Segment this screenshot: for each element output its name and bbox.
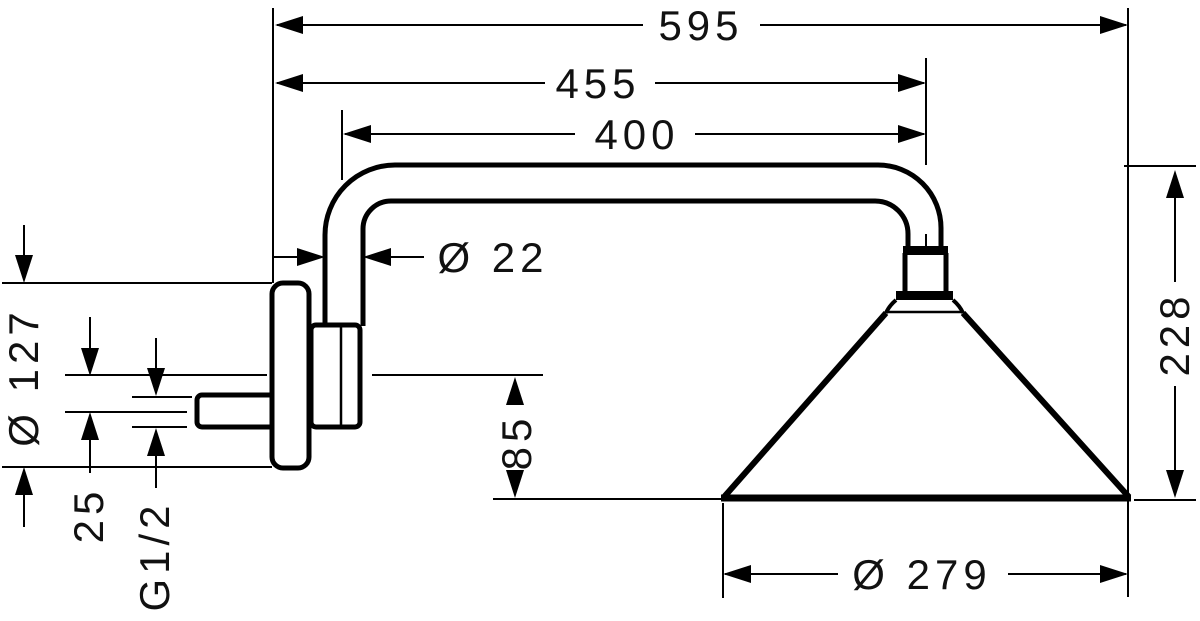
dim-279-arrow-left [723, 565, 751, 583]
dim-22-arrow-left [297, 248, 325, 266]
escutcheon-plate [269, 280, 312, 471]
dim-thread-label: G1/2 [131, 500, 178, 611]
cone-left-side [721, 311, 889, 499]
dim-22-label: Ø 22 [437, 234, 548, 281]
dim-85-arrow-top [506, 377, 524, 405]
connector-top-band [903, 246, 948, 255]
supply-stub [194, 392, 278, 430]
extension-lines [2, 8, 1196, 598]
dim-455-arrow-right [898, 74, 926, 92]
dim-228-arrow-top [1166, 170, 1184, 198]
dim-thread-arrow-bottom [147, 428, 165, 456]
dim-279-arrow-right [1100, 565, 1128, 583]
dimension-head-diameter: Ø 279 [723, 551, 1128, 598]
dim-400-label: 400 [594, 111, 679, 158]
dim-85-arrow-bottom [506, 470, 524, 498]
cone-left-shoulder [884, 298, 898, 314]
dim-400-arrow-left [343, 125, 371, 143]
dim-595-arrow-right [1100, 16, 1128, 34]
dim-thread-arrow-top [147, 368, 165, 396]
dimension-offset-25: 25 [65, 317, 112, 543]
dimension-400: 400 [343, 111, 926, 158]
dim-25-label: 25 [65, 487, 112, 544]
dimension-85: 85 [493, 377, 540, 498]
cone-right-side [960, 310, 1132, 500]
connector-bottom-band [896, 291, 953, 300]
dim-228-arrow-bottom [1166, 470, 1184, 498]
dim-455-label: 455 [555, 60, 640, 107]
dim-455-arrow-left [275, 74, 303, 92]
dim-595-arrow-left [275, 16, 303, 34]
dim-22-arrow-right [363, 248, 391, 266]
dimension-595: 595 [275, 2, 1128, 49]
dimension-thread: G1/2 [131, 338, 178, 612]
cone-right-shoulder [951, 298, 965, 314]
dimension-455: 455 [275, 60, 926, 107]
dim-595-label: 595 [658, 2, 743, 49]
dim-127-arrow-bottom [15, 467, 33, 495]
dimension-228: 228 [1151, 170, 1198, 498]
dimension-pipe-diameter: Ø 22 [274, 234, 548, 281]
dim-25-arrow-bottom [81, 412, 99, 440]
dim-25-arrow-top [81, 348, 99, 376]
dim-279-label: Ø 279 [852, 551, 991, 598]
dim-127-label: Ø 127 [0, 307, 47, 446]
dim-228-label: 228 [1151, 291, 1198, 376]
shower-arm-outer-contour [322, 162, 944, 326]
dimension-flange-diameter: Ø 127 [0, 225, 47, 527]
dim-85-label: 85 [493, 414, 540, 471]
shower-arm-inner-contour [360, 198, 911, 326]
dim-400-arrow-right [898, 125, 926, 143]
shower-fixture [194, 162, 1132, 502]
dim-127-arrow-top [15, 255, 33, 283]
mount-block [308, 322, 363, 430]
